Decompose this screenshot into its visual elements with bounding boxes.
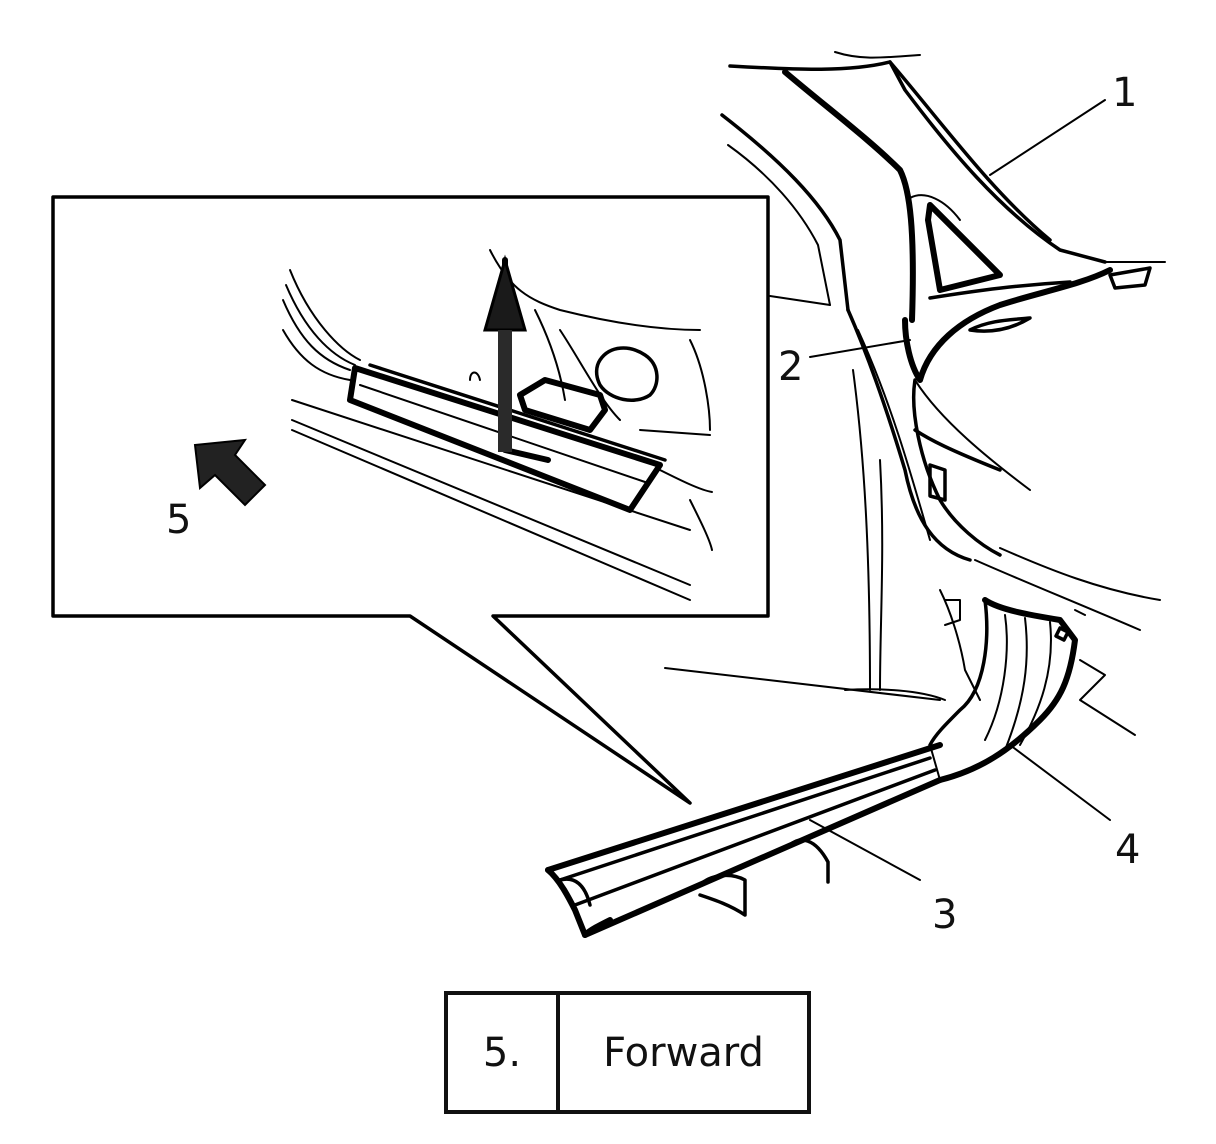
legend-number: 5. [448,995,560,1110]
vehicle-body-illustration [545,51,1166,938]
callout-3: 3 [932,892,957,938]
callout-1: 1 [1112,70,1137,116]
legend-table: 5. Forward [444,991,811,1114]
callout-labels: 1 2 3 4 5 [166,70,1140,938]
callout-2: 2 [778,344,803,390]
leader-lines [809,99,1111,881]
legend-label: Forward [603,1029,764,1076]
callout-4: 4 [1115,827,1140,873]
detail-inset [51,195,770,805]
callout-5: 5 [166,497,191,543]
